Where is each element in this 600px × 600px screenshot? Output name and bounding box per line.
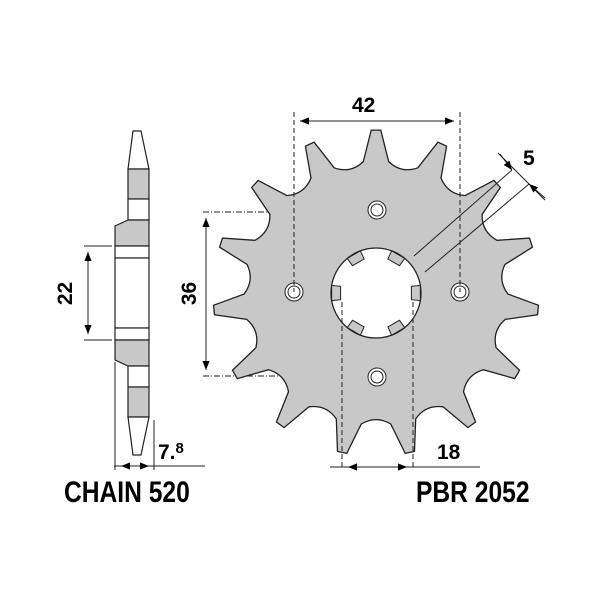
spline-tooth [346, 319, 365, 336]
spline-tooth [410, 284, 421, 302]
side-profile-view [114, 130, 150, 456]
dim-thickness-sup: 8 [175, 440, 184, 457]
dim-5-label: 5 [523, 147, 535, 170]
spline-tooth [387, 319, 406, 336]
dim-thickness-label: 7.8 [158, 441, 184, 463]
spline-tooth [387, 250, 406, 267]
dim-18-label: 18 [437, 441, 461, 464]
dim-22-label: 22 [54, 281, 78, 306]
hub-width-dimension [84, 245, 112, 341]
tooth-width-dimension [413, 152, 546, 273]
sprocket-front-view [212, 129, 540, 455]
bolt-horizontal-dimension [293, 112, 461, 292]
spline-width-dimension [330, 302, 480, 471]
dim-36-label: 36 [178, 281, 202, 306]
thickness-dimension [114, 362, 205, 470]
spline-tooth [331, 284, 342, 302]
dim-42-label: 42 [352, 94, 376, 117]
chain-label: CHAIN 520 [64, 476, 190, 509]
dim-thickness-main: 7. [158, 441, 176, 464]
part-number-label: PBR 2052 [416, 476, 530, 509]
spline-tooth [346, 250, 365, 267]
